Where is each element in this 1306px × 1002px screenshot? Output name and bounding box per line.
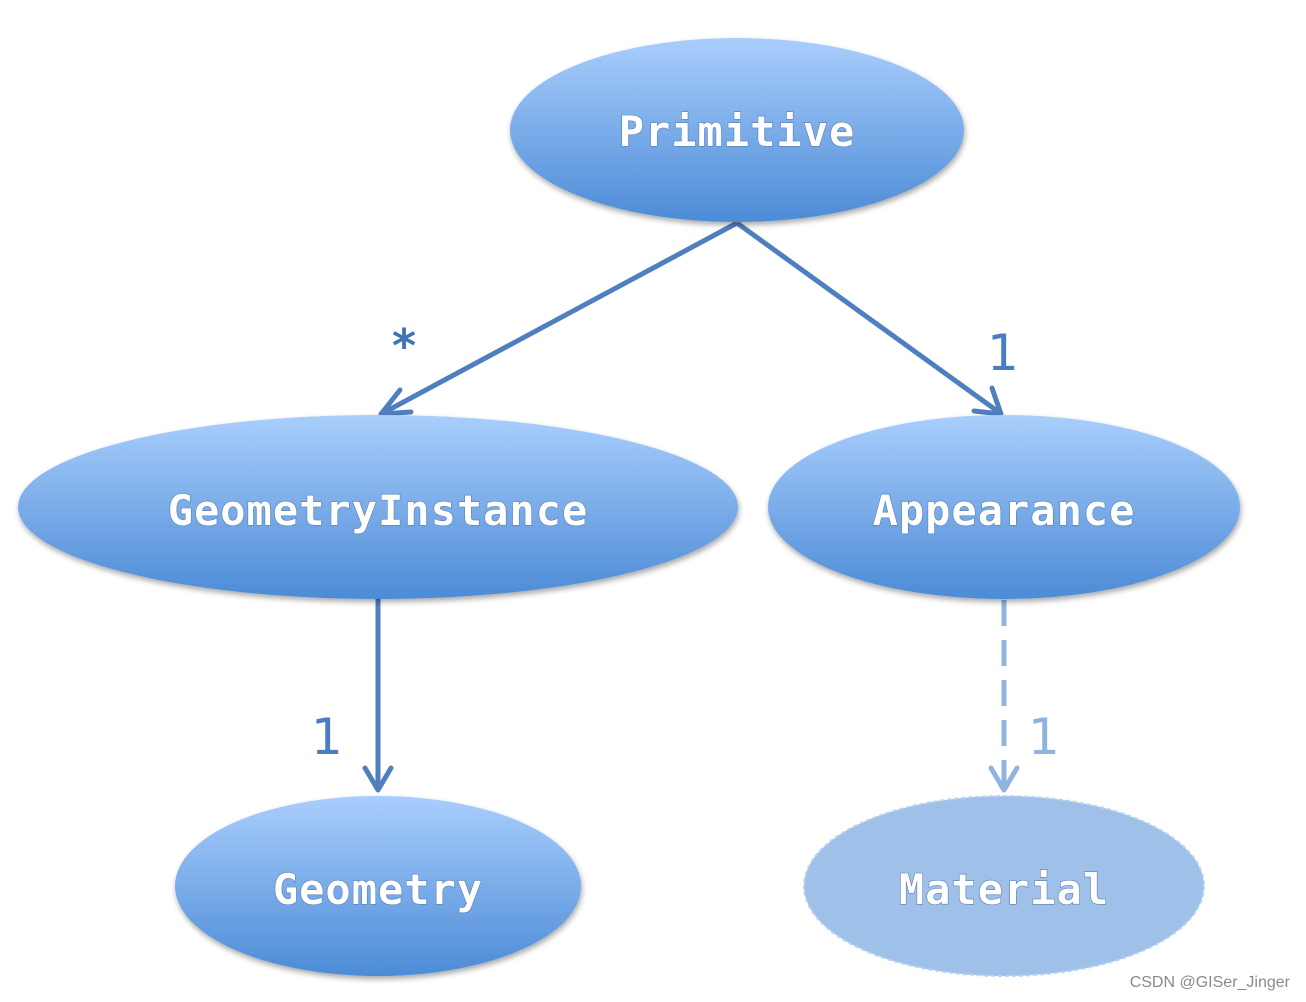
watermark: CSDN @GISer_Jinger bbox=[1129, 974, 1290, 991]
arrowhead-icon bbox=[971, 385, 1004, 417]
node-label: Geometry bbox=[273, 865, 483, 914]
node-geometry: Geometry bbox=[175, 796, 581, 976]
multiplicity-material: 1 bbox=[1028, 708, 1060, 766]
node-label: Primitive bbox=[619, 107, 856, 156]
node-label: GeometryInstance bbox=[168, 486, 589, 535]
arrowhead-icon bbox=[362, 765, 394, 793]
node-primitive: Primitive bbox=[510, 38, 964, 222]
node-appearance: Appearance bbox=[768, 415, 1240, 599]
node-label: Appearance bbox=[873, 486, 1136, 535]
multiplicity-appearance: 1 bbox=[987, 324, 1019, 382]
node-geometryinstance: GeometryInstance bbox=[18, 415, 738, 599]
edge-primitive-appearance bbox=[735, 220, 1004, 417]
node-label: Material bbox=[899, 865, 1109, 914]
multiplicity-geometryinstance: * bbox=[392, 319, 416, 373]
arrowhead-icon bbox=[988, 765, 1020, 793]
node-material: Material bbox=[803, 795, 1205, 977]
arrowhead-icon bbox=[378, 387, 414, 417]
edge-geometryinstance-geometry bbox=[362, 598, 394, 793]
edge-primitive-geometryinstance bbox=[378, 220, 739, 417]
edge-appearance-material bbox=[988, 600, 1020, 793]
multiplicity-geometry: 1 bbox=[311, 708, 343, 766]
